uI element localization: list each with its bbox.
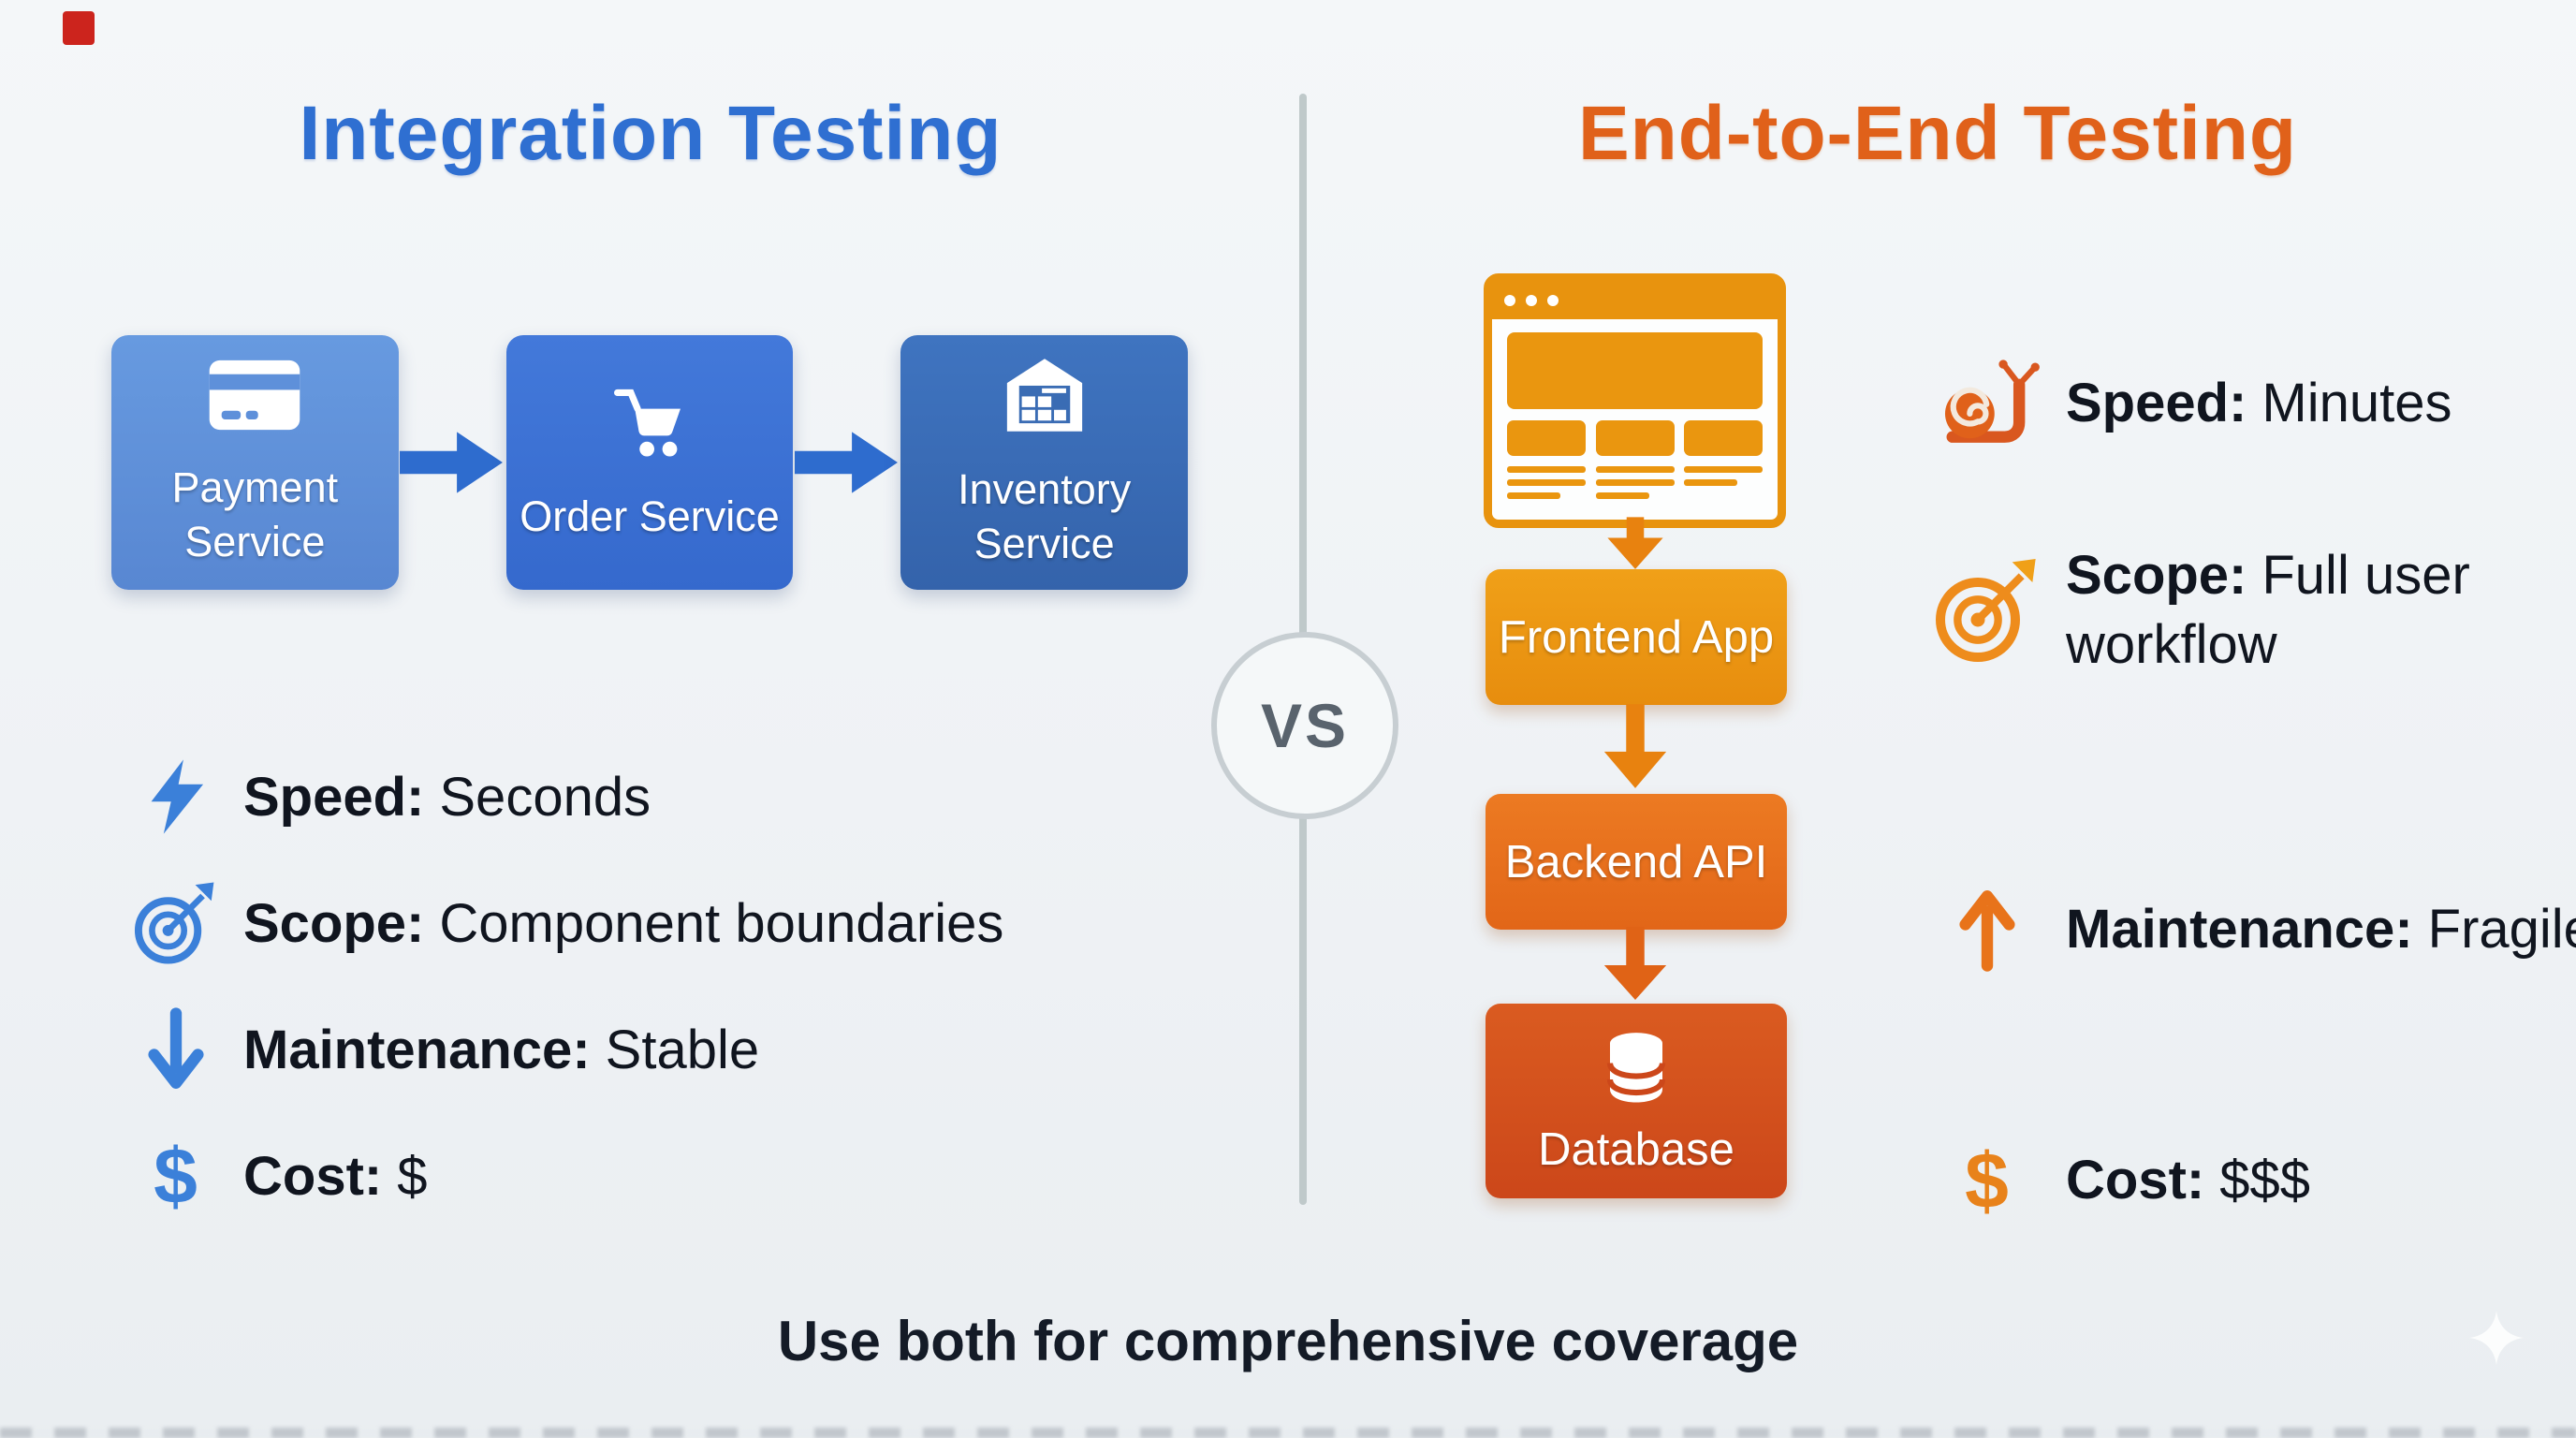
list-item: Scope:Full user workflow bbox=[1928, 503, 2546, 718]
browser-column bbox=[1507, 420, 1586, 506]
browser-titlebar bbox=[1492, 282, 1778, 319]
flow-box-label: Backend API bbox=[1504, 836, 1768, 888]
browser-hero-block bbox=[1507, 332, 1763, 409]
bullet-text: Maintenance:Stable bbox=[243, 1019, 760, 1080]
flow-arrow-icon bbox=[399, 424, 506, 501]
list-item: Speed:Seconds bbox=[131, 750, 1208, 844]
arrow-down-icon bbox=[131, 1006, 220, 1093]
flow-box-label: Database bbox=[1538, 1123, 1734, 1175]
dollar-sign-icon: $ bbox=[1965, 1137, 2009, 1225]
shopping-cart-icon bbox=[607, 382, 693, 467]
browser-window-icon bbox=[1484, 273, 1786, 528]
credit-card-icon bbox=[206, 357, 303, 438]
down-arrow-icon bbox=[1598, 927, 1673, 1002]
browser-columns bbox=[1492, 420, 1778, 506]
target-icon bbox=[1928, 554, 2045, 667]
browser-column bbox=[1595, 420, 1675, 506]
e2e-bullets: Speed:Minutes Scope:Full user workflow bbox=[1928, 347, 2576, 1237]
integration-bullets: Speed:Seconds Scope:Component boundaries bbox=[131, 750, 1208, 1255]
right-title: End-to-End Testing bbox=[1577, 91, 2297, 176]
backend-api-box: Backend API bbox=[1486, 794, 1787, 930]
list-item: Maintenance:Fragile bbox=[1928, 822, 2576, 1037]
database-cylinder-icon bbox=[1597, 1027, 1676, 1110]
browser-dot bbox=[1526, 295, 1537, 306]
list-item: Speed:Minutes bbox=[1928, 347, 2546, 460]
browser-dot bbox=[1504, 295, 1515, 306]
list-item: Scope:Component boundaries bbox=[131, 876, 1208, 970]
warehouse-icon bbox=[1002, 355, 1088, 440]
down-arrow-icon bbox=[1598, 704, 1673, 790]
target-icon bbox=[131, 878, 220, 968]
inventory-service-box: Inventory Service bbox=[900, 335, 1189, 590]
integration-flow: Payment Service Order Service bbox=[111, 335, 1189, 590]
service-box-label: Order Service bbox=[520, 492, 780, 540]
down-arrow-icon bbox=[1598, 517, 1673, 571]
sparkle-icon bbox=[2469, 1311, 2524, 1370]
bullet-text: Cost:$ bbox=[243, 1145, 428, 1207]
arrow-up-icon bbox=[1928, 887, 2045, 973]
frontend-app-box: Frontend App bbox=[1486, 569, 1787, 705]
browser-column bbox=[1684, 420, 1763, 506]
bullet-text: Speed:Seconds bbox=[243, 766, 651, 828]
flow-box-label: Frontend App bbox=[1498, 611, 1775, 663]
red-marker bbox=[63, 11, 95, 45]
dollar-sign-icon: $ bbox=[154, 1132, 198, 1220]
bottom-edge-artifact bbox=[0, 1428, 2576, 1438]
bullet-text: Speed:Minutes bbox=[2066, 373, 2452, 434]
service-box-label: Inventory Service bbox=[958, 464, 1132, 567]
database-box: Database bbox=[1486, 1004, 1787, 1198]
bullet-text: Scope:Full user workflow bbox=[2066, 545, 2470, 675]
snail-icon bbox=[1928, 355, 2045, 452]
vs-badge: VS bbox=[1211, 632, 1398, 819]
lightning-bolt-icon bbox=[131, 754, 220, 840]
bullet-text: Scope:Component boundaries bbox=[243, 892, 1004, 954]
flow-arrow-icon bbox=[793, 424, 900, 501]
payment-service-box: Payment Service bbox=[111, 335, 399, 590]
browser-dot bbox=[1547, 295, 1559, 306]
list-item: $ Cost:$$$ bbox=[1928, 1124, 2546, 1237]
vs-label: VS bbox=[1260, 691, 1350, 760]
service-box-label: Payment Service bbox=[171, 462, 339, 565]
bullet-text: Cost:$$$ bbox=[2066, 1150, 2310, 1211]
bullet-text: Maintenance:Fragile bbox=[2066, 899, 2576, 961]
left-title: Integration Testing bbox=[299, 91, 1003, 176]
list-item: $ Cost:$ bbox=[131, 1129, 1208, 1223]
footer-caption: Use both for comprehensive coverage bbox=[777, 1310, 1799, 1372]
list-item: Maintenance:Stable bbox=[131, 1003, 1208, 1096]
order-service-box: Order Service bbox=[505, 335, 794, 590]
